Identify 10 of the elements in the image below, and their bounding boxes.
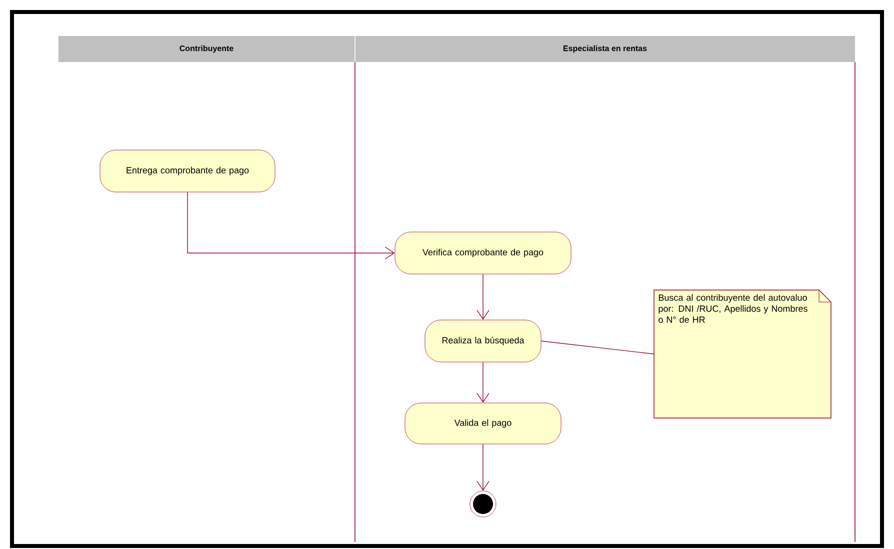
arrow xyxy=(476,274,490,320)
activity-box: Entrega comprobante de pago xyxy=(100,150,276,192)
arrow xyxy=(476,362,490,403)
note: Busca al contribuyente del autovaluo por: DNI /RUC, Apellidos y Nombres o N° de HR xyxy=(654,290,832,418)
activity-box: Valida el pago xyxy=(404,402,562,444)
activity-box: Verifica comprobante de pago xyxy=(394,232,572,274)
arrow xyxy=(476,444,490,491)
activity-box: Realiza la búsqueda xyxy=(424,320,542,362)
arrow xyxy=(187,192,395,260)
final-node xyxy=(470,490,496,518)
